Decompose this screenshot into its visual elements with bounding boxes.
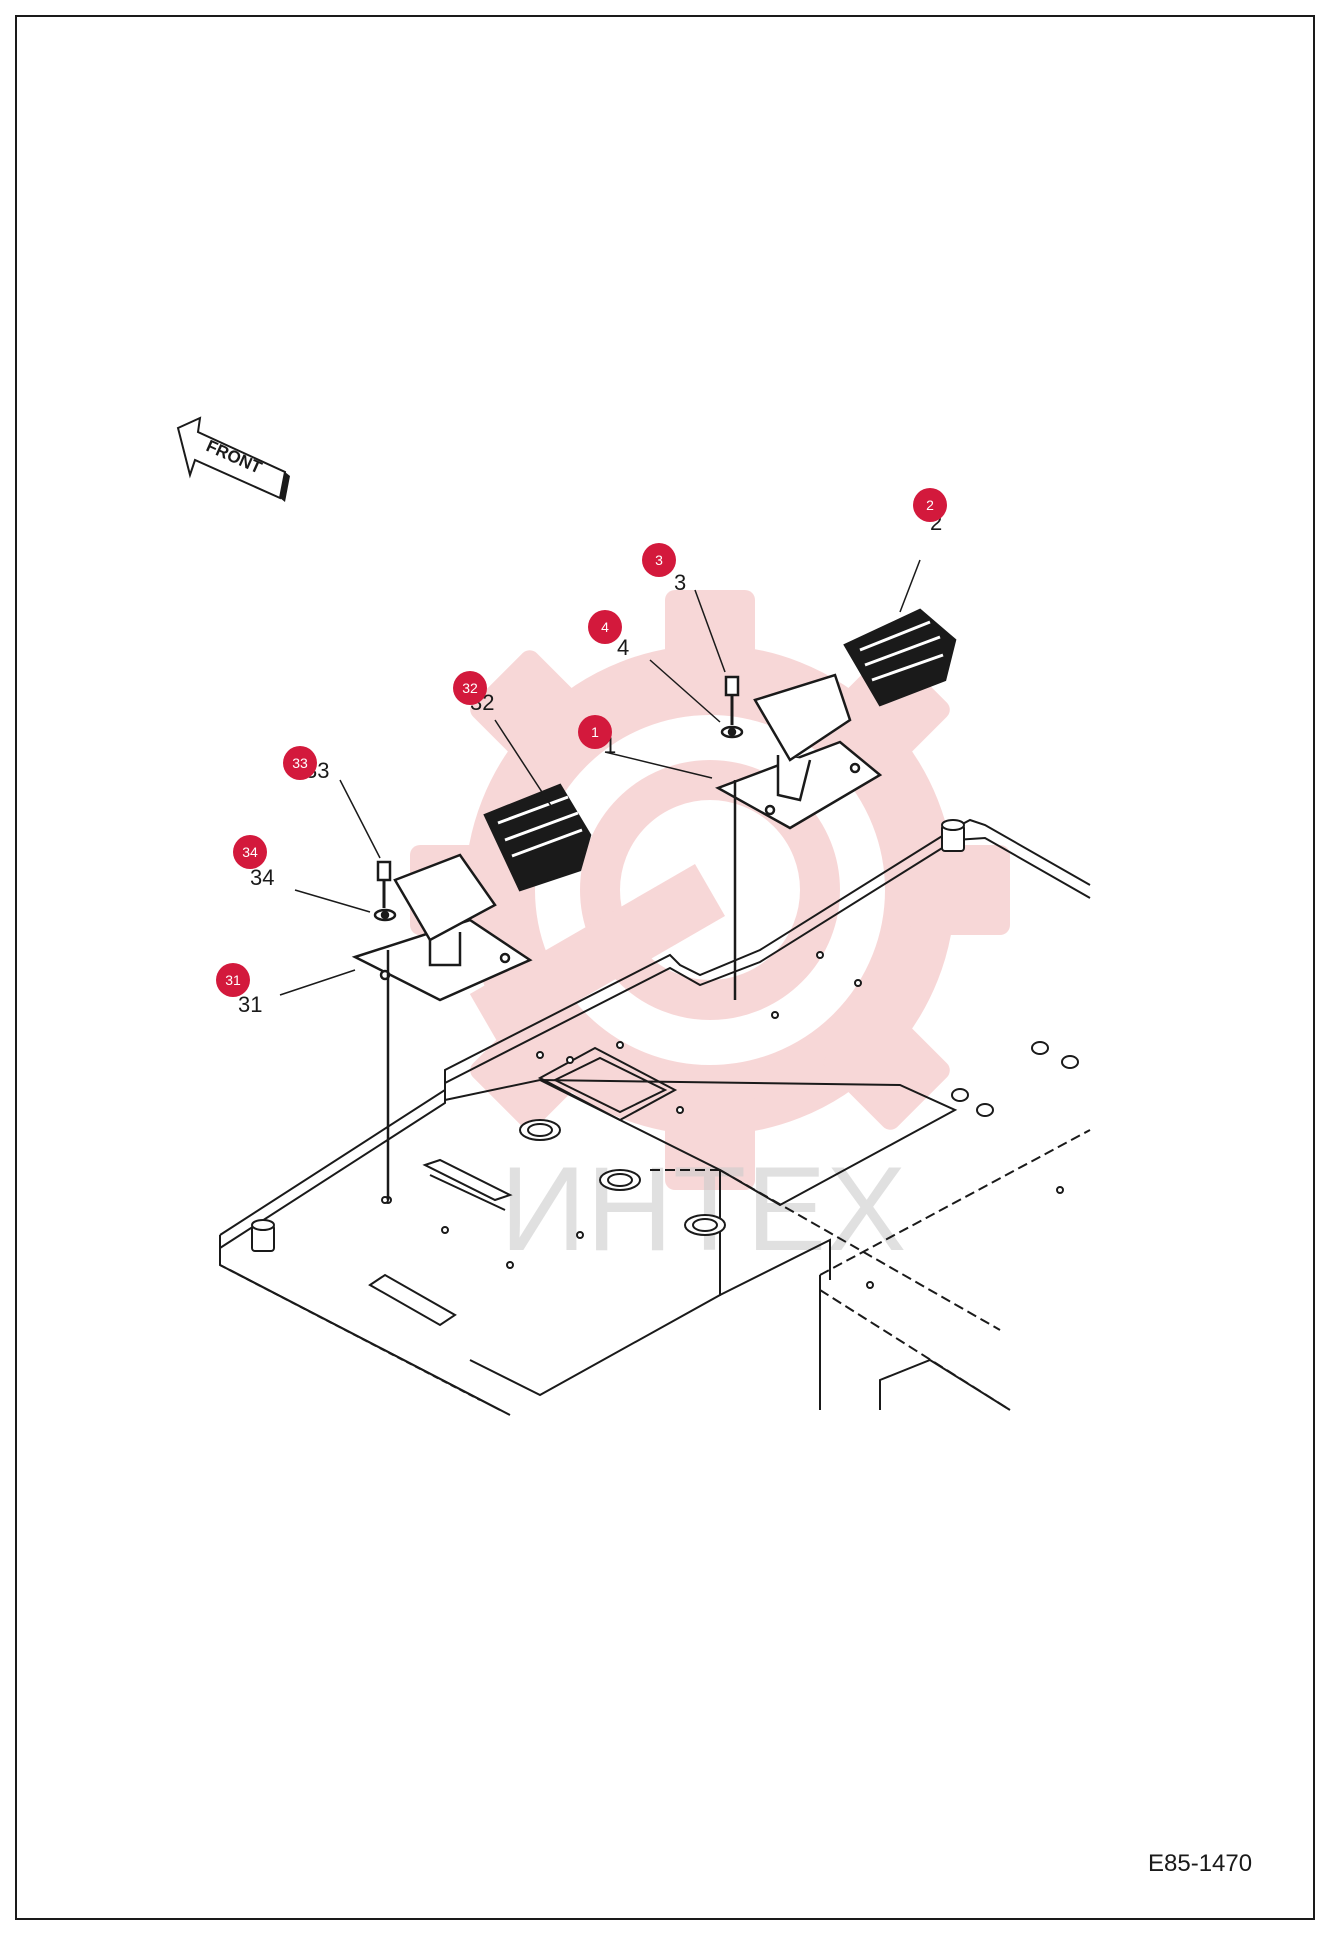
svg-text:3: 3 — [655, 552, 663, 568]
callout-3[interactable]: 3 — [642, 543, 676, 577]
floor-holes — [381, 951, 1064, 1289]
part-number-34: 34 — [250, 865, 274, 890]
callout-1[interactable]: 1 — [578, 715, 612, 749]
svg-text:34: 34 — [242, 844, 258, 860]
callout-33[interactable]: 33 — [283, 746, 317, 780]
drawing-code: E85-1470 — [1148, 1850, 1253, 1877]
svg-text:32: 32 — [462, 680, 478, 696]
floor-plate — [219, 818, 1091, 1416]
studs — [251, 819, 1079, 1252]
left-pedal-assembly — [279, 719, 592, 1200]
callout-34[interactable]: 34 — [233, 835, 267, 869]
callout-32[interactable]: 32 — [453, 671, 487, 705]
watermark-text: ИНТЕХ — [500, 1142, 906, 1276]
part-number-4: 4 — [617, 635, 629, 660]
svg-text:33: 33 — [292, 755, 308, 771]
drawing-frame — [15, 15, 1315, 1920]
svg-text:4: 4 — [601, 619, 609, 635]
callout-4[interactable]: 4 — [588, 610, 622, 644]
callout-31[interactable]: 31 — [216, 963, 250, 997]
svg-text:2: 2 — [926, 497, 934, 513]
front-arrow-icon: FRONT — [176, 416, 290, 502]
part-number-3: 3 — [674, 570, 686, 595]
svg-text:1: 1 — [591, 724, 599, 740]
callout-2[interactable]: 2 — [913, 488, 947, 522]
svg-text:31: 31 — [225, 972, 241, 988]
callouts: 1 2 3 4 31 32 33 34 — [216, 488, 947, 997]
part-number-31: 31 — [238, 992, 262, 1017]
right-pedal-assembly — [604, 559, 957, 1000]
